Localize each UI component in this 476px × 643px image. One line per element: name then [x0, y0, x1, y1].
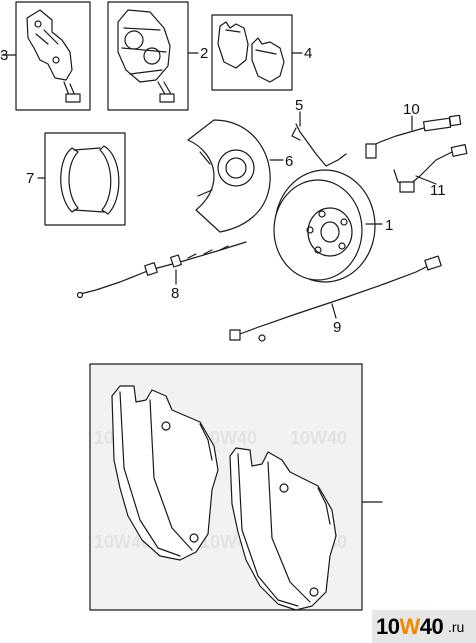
- dust-shield-drawing: [187, 119, 271, 233]
- callout-4: 4: [304, 45, 312, 62]
- callout-2: 2: [200, 45, 208, 62]
- wear-sensor-wire: [371, 127, 425, 147]
- watermark-4: 10W40: [94, 532, 151, 552]
- callout-1: 1: [385, 217, 393, 234]
- part-10-group: 10: [365, 101, 462, 159]
- part-1-group: 1: [273, 169, 393, 283]
- callout-6: 6: [285, 153, 293, 170]
- callout-8: 8: [171, 285, 179, 302]
- part-4-group: 4: [211, 14, 312, 91]
- sensor-11-wire: [393, 151, 453, 187]
- logo-text: 10W40: [376, 614, 444, 640]
- callout-9: 9: [333, 319, 341, 336]
- watermark-2: 10W40: [200, 428, 257, 448]
- logo-part-a: 10: [376, 614, 400, 639]
- part-3-group: 3: [0, 1, 91, 111]
- part-8-group: 8: [76, 241, 247, 302]
- site-logo: 10W40 .ru: [372, 610, 476, 643]
- logo-part-w: W: [399, 614, 420, 639]
- logo-suffix: .ru: [448, 619, 465, 635]
- part-6-group: 6: [187, 119, 293, 233]
- part-7-group: 7: [26, 132, 126, 226]
- part-5-group: 5: [291, 97, 347, 167]
- pad-set-inset: 10W40 10W40 10W40 10W40 10W40 10W40: [89, 363, 383, 611]
- callout-7: 7: [26, 170, 34, 187]
- callout-11: 11: [430, 182, 446, 199]
- brake-shoe-right: [99, 145, 120, 215]
- spring-clip-drawing: [295, 123, 347, 167]
- part-9-group: 9: [229, 255, 442, 342]
- brake-pad-right: [229, 447, 337, 611]
- callout-10: 10: [403, 101, 420, 118]
- brake-shoe-left: [60, 147, 79, 213]
- part-11-group: 11: [393, 144, 468, 199]
- callout-3: 3: [0, 47, 8, 64]
- callout-5: 5: [295, 97, 303, 114]
- part-2-group: 2: [107, 1, 208, 111]
- speed-sensor-cable: [239, 265, 429, 335]
- watermark-3: 10W40: [290, 428, 347, 448]
- logo-part-b: 40: [419, 614, 444, 639]
